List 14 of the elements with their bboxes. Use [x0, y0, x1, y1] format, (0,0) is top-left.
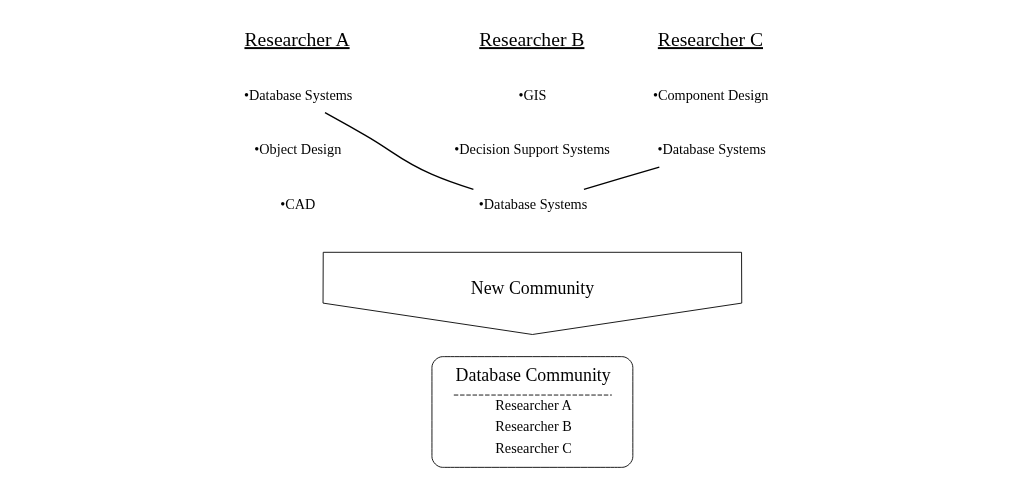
connector	[582, 166, 660, 190]
label: •GIS	[518, 86, 547, 103]
label: •Component Design	[652, 86, 768, 103]
node-text: •Database Systems	[478, 195, 587, 212]
label: •Decision Support Systems	[453, 141, 610, 158]
label: •Object Design	[253, 141, 341, 158]
node-box: Database Community Researcher A Researcher B Researcher C	[431, 356, 633, 468]
connector	[323, 111, 474, 190]
label: Researcher B	[478, 28, 584, 51]
label: Researcher C	[657, 28, 763, 51]
label: •CAD	[279, 195, 315, 212]
node-text: •Database Systems	[656, 141, 766, 158]
label: Researcher A	[243, 28, 350, 51]
node-text: •Database Systems	[243, 86, 352, 103]
